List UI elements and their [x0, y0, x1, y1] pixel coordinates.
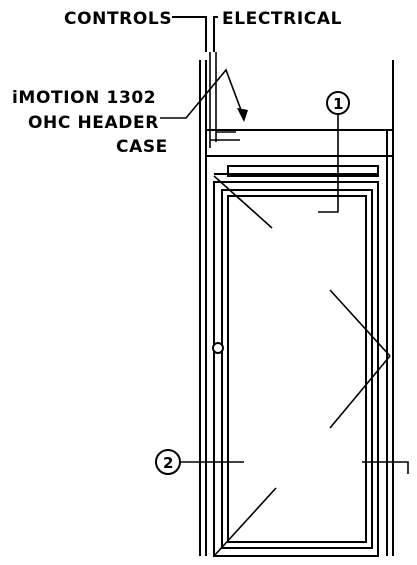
- callout-2-number: 2: [163, 454, 173, 472]
- electrical-leader-line: [213, 16, 218, 52]
- swing-line-bottom-left: [213, 487, 277, 557]
- door-leaf: [212, 189, 373, 549]
- header-label-line3: CASE: [116, 137, 168, 157]
- swing-line-lower-right: [329, 355, 391, 429]
- door-frame: [213, 165, 379, 557]
- header-leader-line: [160, 68, 245, 119]
- door-glass: [227, 195, 367, 543]
- door-leaf-outline: [221, 189, 373, 549]
- swing-line-upper-right: [329, 289, 391, 357]
- callout-2: 2: [155, 449, 409, 475]
- header-leader-arrowhead: [237, 108, 248, 122]
- conduit-leaders: [172, 16, 218, 52]
- electrical-label: ELECTRICAL: [222, 9, 342, 29]
- controls-leader-line: [172, 16, 207, 52]
- wall-jamb-lines: [199, 60, 394, 556]
- door-stop-bar: [227, 165, 379, 177]
- callout-2-leader-right: [362, 461, 409, 474]
- controls-label: CONTROLS: [64, 9, 172, 29]
- callout-1-number: 1: [333, 95, 343, 113]
- conduits: [209, 52, 240, 148]
- swing-lines: [213, 175, 391, 557]
- door-frame-outer: [213, 181, 379, 557]
- header-label-line1: iMOTION 1302: [12, 88, 156, 108]
- header-label-line2: OHC HEADER: [28, 113, 159, 133]
- callout-1: 1: [318, 91, 350, 213]
- door-handle: [212, 342, 224, 354]
- swing-line-top-left: [213, 175, 273, 229]
- callout-1-leader: [318, 114, 339, 213]
- header-case: [160, 68, 393, 157]
